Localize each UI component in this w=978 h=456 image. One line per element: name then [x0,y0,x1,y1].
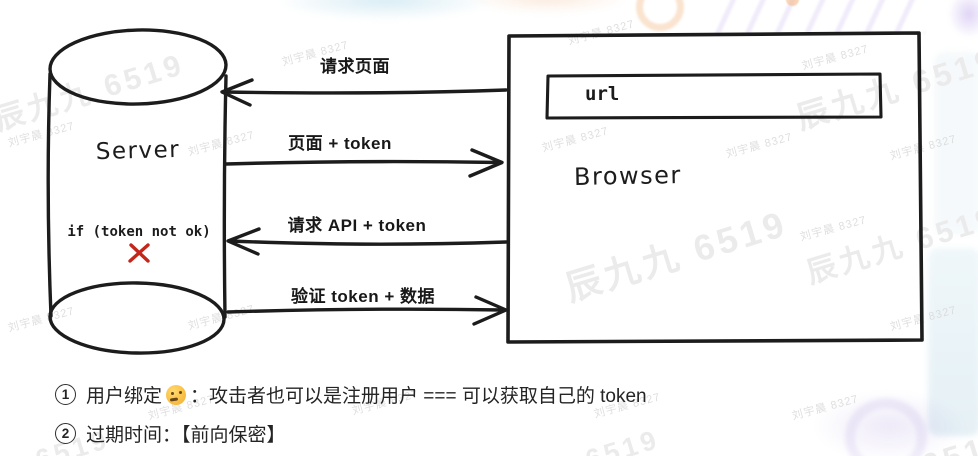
server-condition-text: if (token not ok) [67,224,211,240]
thinking-face-emoji [166,384,187,405]
browser-window [506,31,924,344]
circled-number-1: 1 [55,384,76,405]
arrow-label-request-page: 请求页面 [320,57,390,76]
note-expiry-time: 2 过期时间：【前向保密】 [55,420,286,447]
browser-label: Browser [573,161,683,191]
arrow-api-token [226,227,508,256]
circled-number-2: 2 [55,423,76,444]
url-box-label: url [585,83,620,105]
arrow-page-token [224,148,504,178]
arrow-label-page-token: 页面 + token [288,134,392,153]
server-label: Server [95,136,181,166]
note-1-post: ：攻击者也可以是注册用户 === 可以获取自己的 token [190,386,647,407]
arrow-label-api-token: 请求 API + token [287,216,427,235]
url-bar [545,72,883,120]
red-cross-icon [128,243,150,263]
note-1-pre: 用户绑定 [86,386,163,407]
server-cylinder [46,28,228,355]
arrow-label-verify-token: 验证 token + 数据 [291,287,435,306]
arrow-verify-token [226,295,508,326]
note-user-binding: 1 用户绑定 ：攻击者也可以是注册用户 === 可以获取自己的 token [55,381,647,408]
note-2-text: 过期时间：【前向保密】 [86,425,286,446]
arrow-request-page [220,78,508,107]
